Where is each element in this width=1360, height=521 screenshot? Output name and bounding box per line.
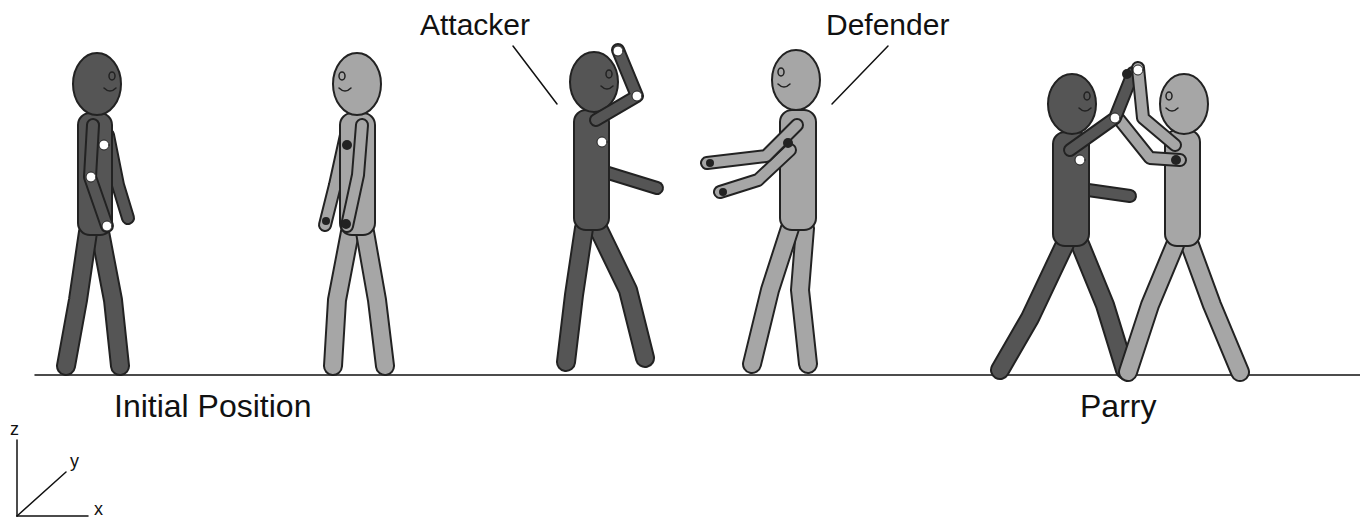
leg <box>333 232 350 366</box>
leg-outline <box>598 228 645 358</box>
leg-outline <box>752 228 790 364</box>
arm <box>347 125 362 226</box>
marker-dot <box>613 46 623 56</box>
marker-dot <box>1122 69 1132 79</box>
axis-y <box>17 472 66 516</box>
marker-dot <box>342 140 352 150</box>
marker-dot <box>1171 155 1181 165</box>
marker-dot <box>783 138 793 148</box>
head <box>772 50 820 110</box>
torso <box>340 113 375 235</box>
label-text: x <box>94 500 103 518</box>
leg <box>100 232 120 366</box>
arm <box>1138 68 1175 145</box>
smile <box>778 84 790 87</box>
leg <box>66 232 88 366</box>
arm <box>605 172 657 188</box>
ground-line <box>35 374 1360 376</box>
leg-outline <box>100 232 120 366</box>
marker-dot <box>1075 155 1085 165</box>
marker-dot <box>102 221 112 231</box>
arm <box>707 125 797 163</box>
leader-line <box>513 46 557 104</box>
marker-dot <box>632 91 642 101</box>
marker-dot <box>322 217 330 225</box>
leg-outline <box>1128 245 1175 372</box>
eye <box>606 70 612 78</box>
leg <box>1128 245 1175 372</box>
marker-dot <box>597 137 607 147</box>
label-text: z <box>10 420 19 438</box>
smile <box>104 88 116 91</box>
leg <box>365 232 385 366</box>
arm <box>596 50 637 120</box>
arm <box>1070 73 1133 150</box>
marker-dot <box>99 140 109 150</box>
marker-dot <box>341 219 351 229</box>
leg-outline <box>365 232 385 366</box>
marker-dot <box>1133 65 1143 75</box>
leg <box>752 228 790 364</box>
arm-outline <box>347 125 362 226</box>
arm-outline <box>1070 73 1133 150</box>
leg-outline <box>800 228 808 364</box>
arm-outline <box>707 125 797 163</box>
head <box>1160 74 1208 134</box>
leader-line <box>832 46 888 104</box>
eye <box>1084 92 1090 100</box>
smile <box>339 88 351 91</box>
label-text: y <box>70 452 79 470</box>
label-text: Parry <box>1080 390 1156 422</box>
arm <box>1088 190 1130 196</box>
marker-dot <box>719 188 727 196</box>
marker-dot <box>1110 113 1120 123</box>
eye <box>339 72 345 80</box>
label-text: Attacker <box>420 10 530 40</box>
head <box>73 53 121 115</box>
leg <box>1190 245 1240 372</box>
leg <box>800 228 808 364</box>
arm-outline <box>1138 68 1175 145</box>
leg <box>1080 244 1125 370</box>
leg-outline <box>566 228 584 362</box>
arm-outline <box>605 172 657 188</box>
head <box>570 52 618 112</box>
leg-outline <box>66 232 88 366</box>
smile <box>1079 108 1091 111</box>
head <box>1048 74 1096 134</box>
smile <box>601 86 613 89</box>
leg <box>1000 244 1065 370</box>
leg <box>566 228 584 362</box>
smile <box>1166 108 1178 111</box>
eye <box>778 68 784 76</box>
label-text: Initial Position <box>114 390 311 422</box>
axis-z <box>16 440 18 516</box>
leg <box>598 228 645 358</box>
arm-outline <box>596 50 637 120</box>
marker-dot <box>86 172 96 182</box>
arm-outline <box>1088 190 1130 196</box>
leg-outline <box>1080 244 1125 370</box>
eye <box>1166 92 1172 100</box>
eye <box>109 72 115 80</box>
axis-x <box>17 515 88 517</box>
label-text: Defender <box>826 10 949 40</box>
leg-outline <box>333 232 350 366</box>
marker-dot <box>706 159 714 167</box>
torso <box>78 113 112 235</box>
torso <box>574 110 609 230</box>
leg-outline <box>1000 244 1065 370</box>
head <box>333 53 381 115</box>
leg-outline <box>1190 245 1240 372</box>
